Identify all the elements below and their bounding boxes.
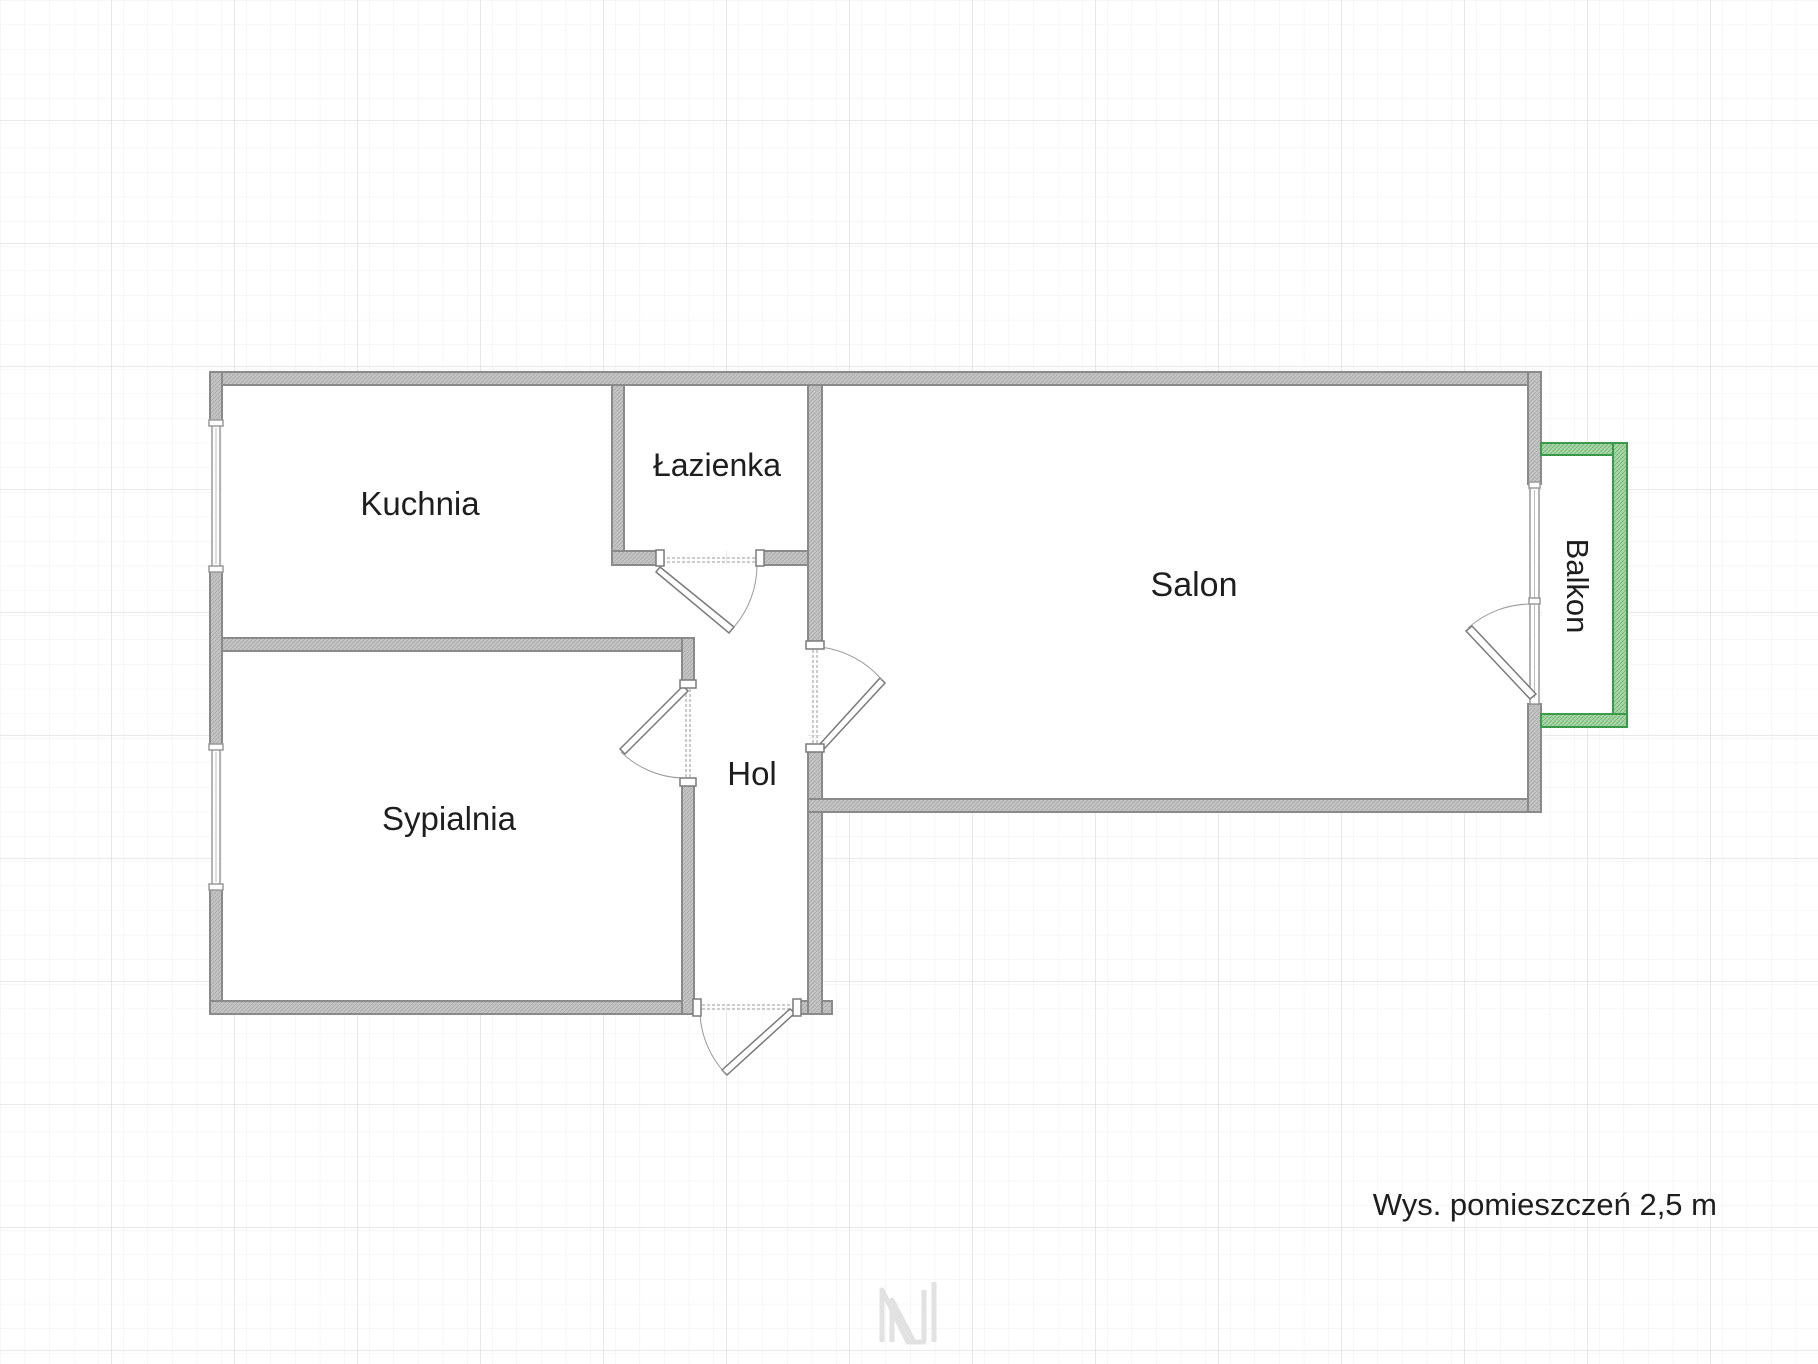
- door-bathroom: [654, 549, 765, 635]
- wall-hall-salon: [807, 745, 823, 1015]
- door-entrance: [692, 998, 802, 1077]
- kuchnia-floor: [222, 385, 612, 638]
- room-label-salon: Salon: [1151, 566, 1238, 604]
- door-bedroom: [618, 679, 697, 787]
- wall-salon-right-2: [1527, 703, 1542, 813]
- room-label-lazienka: Łazienka: [653, 447, 781, 483]
- wall-bathroom-salon: [807, 384, 823, 646]
- room-label-kuchnia: Kuchnia: [360, 485, 480, 522]
- wall-kitchen-bedroom: [221, 637, 695, 652]
- balcony-railing: [1540, 442, 1628, 728]
- wall-bottom-left: [209, 1000, 698, 1015]
- wall-top: [209, 371, 1542, 386]
- room-label-sypialnia: Sypialnia: [382, 800, 517, 837]
- door-salon: [805, 640, 887, 753]
- hol-floor: [612, 565, 808, 1005]
- sypialnia-floor: [222, 651, 682, 1000]
- n-logo-icon: [879, 1282, 937, 1345]
- wall-left-1: [209, 371, 223, 423]
- wall-bathroom-left: [611, 384, 625, 566]
- wall-salon-bottom: [807, 798, 1542, 813]
- ceiling-height-note: Wys. pomieszczeń 2,5 m: [1373, 1187, 1717, 1222]
- door-balcony: [1464, 603, 1538, 701]
- wall-left-3: [209, 887, 223, 1015]
- room-labels: Kuchnia Łazienka Salon Sypialnia Hol Bal…: [360, 447, 1595, 837]
- wall-bedroom-right-2: [681, 779, 695, 1015]
- lazienka-floor: [624, 385, 808, 551]
- doors: [618, 549, 1538, 1077]
- room-floors: [222, 385, 1613, 1005]
- balkon-floor: [1542, 455, 1613, 714]
- wall-left-2: [209, 569, 223, 747]
- room-label-balkon: Balkon: [1560, 539, 1595, 634]
- wall-salon-right-1: [1527, 371, 1542, 485]
- wall-bathroom-bottom-1: [611, 550, 663, 566]
- room-label-hol: Hol: [727, 755, 777, 792]
- salon-floor: [822, 385, 1528, 799]
- windows: [208, 419, 1541, 891]
- wall-bedroom-right-1: [681, 637, 695, 685]
